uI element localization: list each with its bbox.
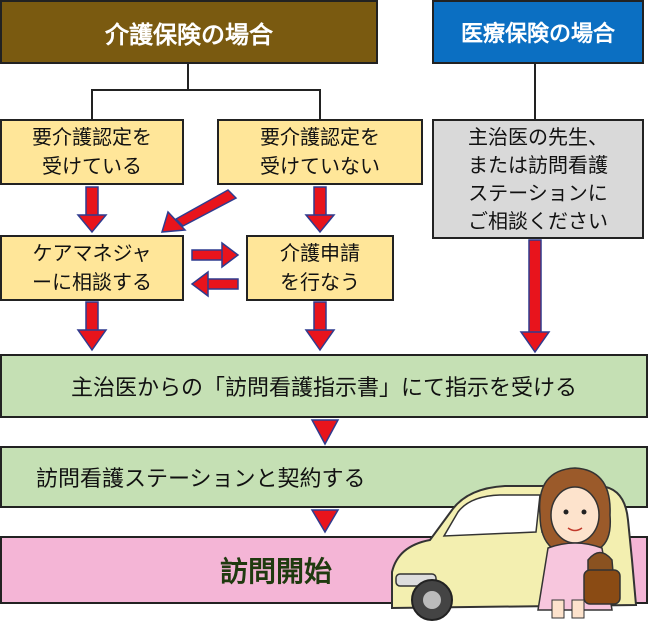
header-iryo: 医療保険の場合	[432, 0, 644, 64]
arrow-left	[190, 270, 239, 298]
triangle-down-1	[310, 419, 340, 446]
box-certified: 要介護認定を 受けている	[0, 119, 184, 185]
header-kaigo-label: 介護保険の場合	[105, 20, 273, 49]
bar-contract-label: 訪問看護ステーションと契約する	[36, 467, 366, 492]
header-kaigo: 介護保険の場合	[0, 0, 378, 64]
box-doctor-consult-label: 主治医の先生、 または訪問看護 ステーションに ご相談ください	[468, 125, 608, 233]
arrow-down-certified	[76, 186, 108, 234]
box-certified-label: 要介護認定を 受けている	[32, 125, 152, 178]
arrow-right	[191, 241, 240, 269]
box-apply: 介護申請 を行なう	[246, 235, 394, 301]
box-not-certified: 要介護認定を 受けていない	[217, 119, 423, 185]
arrow-down-apply	[304, 301, 336, 352]
arrow-down-not-certified	[304, 186, 336, 234]
box-doctor-consult: 主治医の先生、 または訪問看護 ステーションに ご相談ください	[432, 119, 644, 239]
connector-kaigo-left	[91, 64, 189, 119]
triangle-down-2	[310, 509, 340, 534]
bar-instruction: 主治医からの「訪問看護指示書」にて指示を受ける	[0, 354, 648, 418]
bar-contract: 訪問看護ステーションと契約する	[0, 446, 648, 508]
box-care-manager: ケアマネジャ ーに相談する	[0, 235, 184, 301]
connector-kaigo-right	[188, 89, 321, 119]
arrow-down-doctor	[519, 239, 551, 354]
header-iryo-label: 医療保険の場合	[460, 22, 615, 47]
woman-icon	[537, 467, 621, 619]
bar-instruction-label: 主治医からの「訪問看護指示書」にて指示を受ける	[70, 376, 577, 401]
arrow-diagonal	[160, 189, 238, 233]
box-not-certified-label: 要介護認定を 受けていない	[260, 125, 380, 178]
bar-start-label: 訪問開始	[220, 555, 333, 588]
arrow-down-care-manager	[76, 301, 108, 352]
box-apply-label: 介護申請 を行なう	[280, 241, 360, 294]
box-care-manager-label: ケアマネジャ ーに相談する	[32, 241, 152, 294]
